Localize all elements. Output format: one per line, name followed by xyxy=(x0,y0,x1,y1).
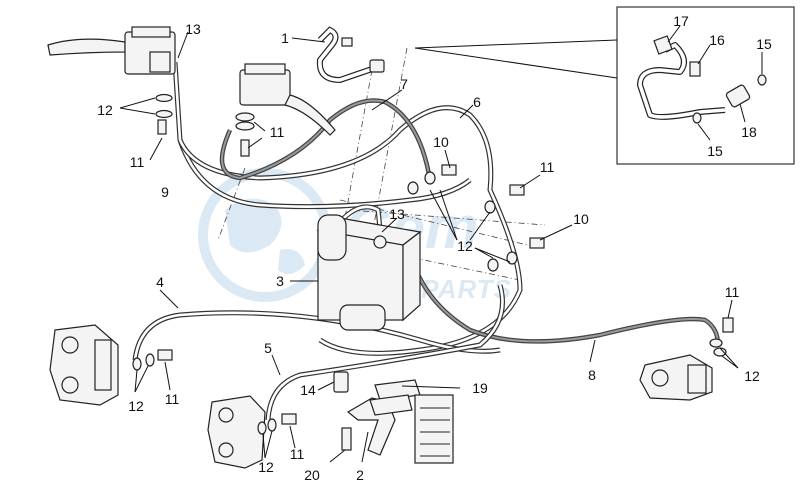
rear-brake-pedal-rod xyxy=(284,94,336,136)
inset-pointer-bottom xyxy=(414,47,618,79)
callout-19: 19 xyxy=(472,380,488,396)
inset-washer-bottom xyxy=(692,112,702,124)
callout-8: 8 xyxy=(588,367,596,383)
abs-bracket-assembly xyxy=(317,371,461,464)
rear-reservoir xyxy=(239,69,291,106)
callout-11-rear-master: 11 xyxy=(270,124,285,140)
callout-15-bottom: 15 xyxy=(707,143,723,159)
front-brake-lever xyxy=(47,38,126,56)
callout-20: 20 xyxy=(304,467,320,483)
callout-4: 4 xyxy=(156,274,164,290)
center-unions xyxy=(371,89,573,272)
callout-14: 14 xyxy=(300,382,316,398)
callout-6: 6 xyxy=(473,94,481,110)
callout-12-center: 12 xyxy=(457,238,473,254)
abs-pump-motor xyxy=(317,214,347,261)
callout-11-rear-caliper: 11 xyxy=(725,284,740,300)
callout-11-center-right: 11 xyxy=(540,159,555,175)
callout-13-center: 13 xyxy=(389,206,405,222)
callout-10-center: 10 xyxy=(433,134,449,150)
left-front-caliper xyxy=(49,289,179,406)
rubber-block xyxy=(414,394,454,464)
callout-18: 18 xyxy=(741,124,757,140)
callout-12-right-caliper: 12 xyxy=(258,459,274,475)
front-master-cylinder xyxy=(47,26,176,75)
callout-10-right: 10 xyxy=(573,211,589,227)
inset-frame xyxy=(616,6,795,165)
inset-pointer-top xyxy=(414,39,618,49)
callout-2: 2 xyxy=(356,467,364,483)
callout-15-right: 15 xyxy=(756,36,772,52)
inset-detail: 17 16 15 18 15 xyxy=(414,6,795,165)
callout-1: 1 xyxy=(281,30,289,46)
inset-clamp xyxy=(653,35,673,55)
callout-11-front-master: 11 xyxy=(130,154,145,170)
spacer-14 xyxy=(333,371,349,393)
callout-11-left-caliper: 11 xyxy=(165,391,180,407)
callout-3: 3 xyxy=(276,273,284,289)
callout-11-right-caliper: 11 xyxy=(290,446,305,462)
callout-13-top: 13 xyxy=(185,21,201,37)
hose-9 xyxy=(172,61,472,210)
inset-rubber-mount xyxy=(725,84,751,108)
inset-bolt xyxy=(689,61,701,77)
callout-12-rear-caliper: 12 xyxy=(744,368,760,384)
inset-washer-right xyxy=(757,74,767,86)
callout-16: 16 xyxy=(709,32,725,48)
callout-7: 7 xyxy=(400,76,408,92)
callouts: 13 1 7 6 12 11 10 11 11 9 13 10 12 3 4 1… xyxy=(97,21,760,483)
rear-master-cylinder xyxy=(235,63,336,157)
abs-modulator xyxy=(290,214,422,331)
front-fittings xyxy=(119,31,189,161)
callout-9: 9 xyxy=(161,184,169,200)
callout-12-left-caliper: 12 xyxy=(128,398,144,414)
rear-caliper xyxy=(589,299,739,401)
callout-5: 5 xyxy=(264,340,272,356)
right-front-caliper xyxy=(207,354,297,469)
callout-17: 17 xyxy=(673,13,689,29)
bracket-1 xyxy=(291,26,385,84)
callout-12-top-left: 12 xyxy=(97,102,113,118)
